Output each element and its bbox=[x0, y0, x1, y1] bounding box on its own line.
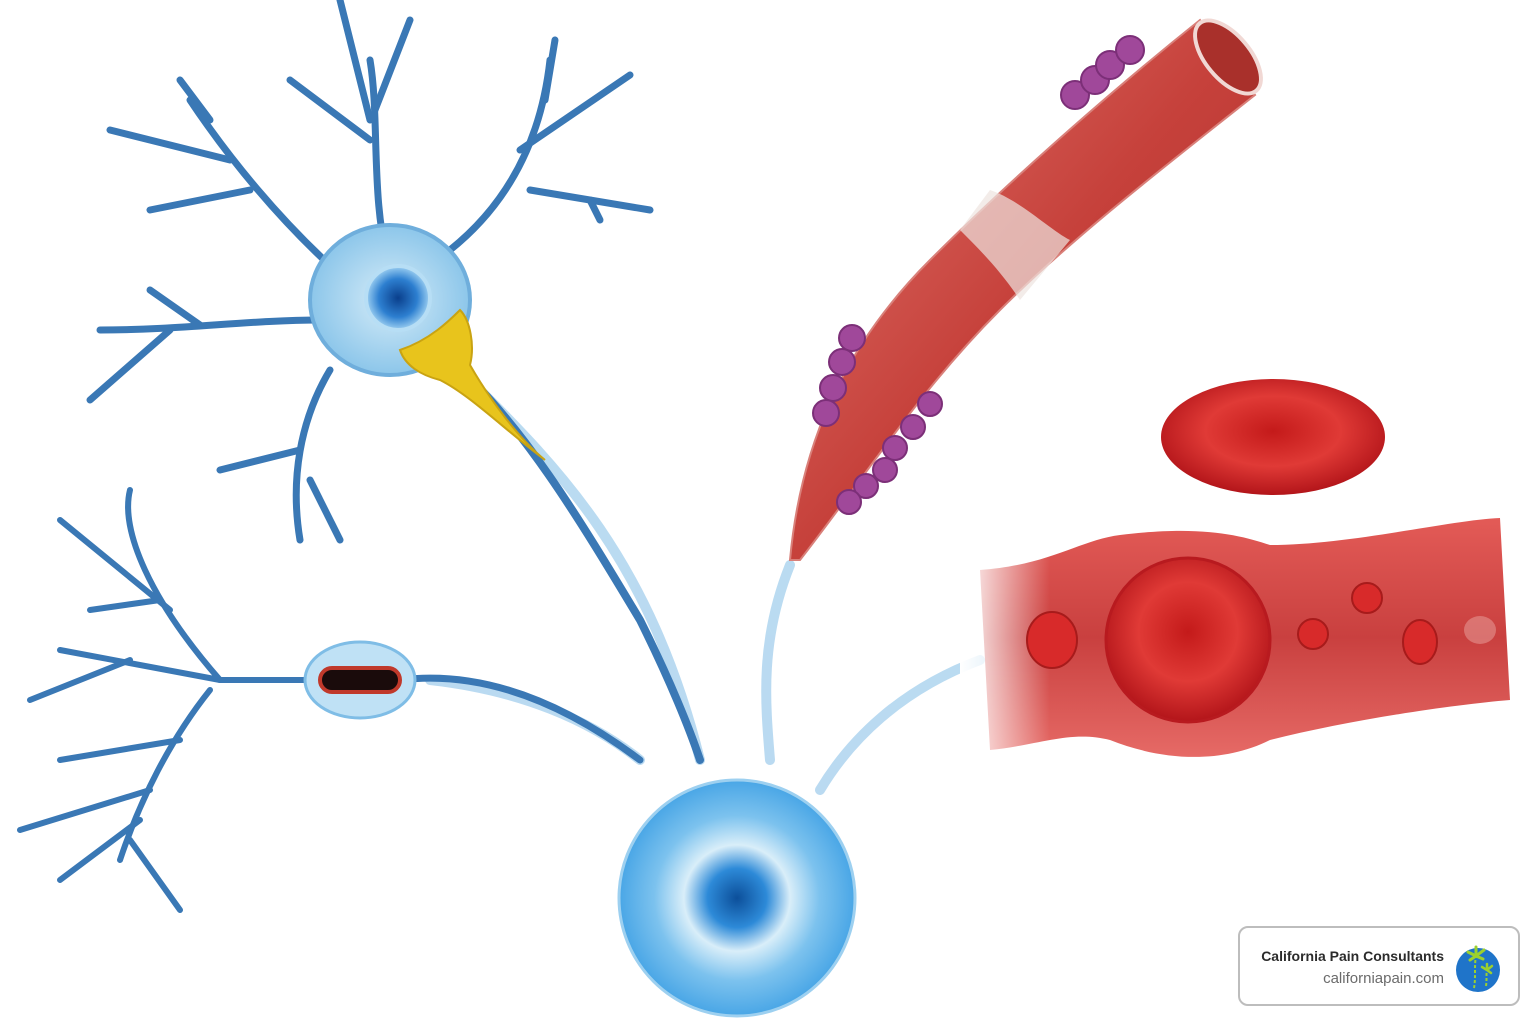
brand-url: californiapain.com bbox=[1323, 970, 1444, 987]
brand-badge: California Pain Consultants californiapa… bbox=[1238, 926, 1520, 1006]
brand-name: California Pain Consultants bbox=[1261, 948, 1444, 964]
neuron bbox=[86, 0, 654, 544]
palm-tree-globe-icon bbox=[1456, 945, 1500, 992]
